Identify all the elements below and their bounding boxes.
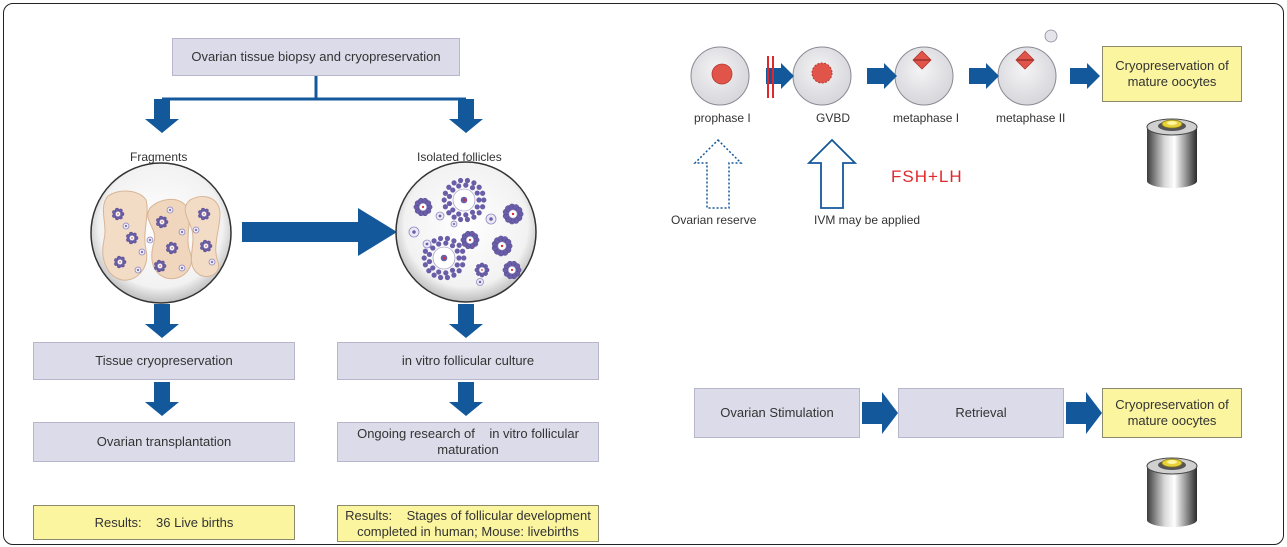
down-arrow <box>449 99 483 133</box>
fragments-label: Fragments <box>130 150 188 164</box>
down-arrows-group <box>145 99 483 416</box>
follicle <box>491 235 513 257</box>
down-arrow <box>449 382 483 416</box>
primordial-follicle <box>192 226 200 234</box>
down-arrow <box>449 304 483 338</box>
tissue-cryopreservation-box: Tissue cryopreservation <box>33 342 295 380</box>
stage-label-prophase: prophase I <box>694 111 751 125</box>
follicle <box>460 230 480 250</box>
primordial-follicle <box>138 248 146 256</box>
antral-follicle <box>441 177 487 223</box>
follicle <box>154 259 167 273</box>
cryo-top-line1: Cryopreservation of <box>1115 58 1229 73</box>
cryo-mature-oocytes-bottom: Cryopreservation of mature oocytes <box>1102 388 1242 438</box>
follicle <box>502 260 522 280</box>
follicle <box>474 262 490 278</box>
results-right-box: Results: Stages of follicular developmen… <box>337 505 599 542</box>
follicle <box>502 203 524 225</box>
stage-arrow <box>1070 63 1100 89</box>
ovarian-reserve-arrow <box>693 138 743 209</box>
tissue-fragment-3 <box>184 196 221 277</box>
ivm-label: IVM may be applied <box>814 213 921 227</box>
hormone-label: FSH+LH <box>891 167 963 186</box>
figure-frame <box>3 3 1284 545</box>
retrieval-to-cryo-arrow <box>1066 392 1102 434</box>
ongoing-research-box: Ongoing research of in vitro follicular … <box>337 422 599 462</box>
cryo-canister-bottom <box>1146 457 1198 527</box>
primordial-follicle <box>476 278 484 286</box>
ongoing-research-line2: maturation <box>437 442 499 457</box>
in-vitro-culture-box: in vitro follicular culture <box>337 342 599 380</box>
primordial-follicle <box>208 258 216 266</box>
isolated-follicles-lens <box>395 161 537 303</box>
ivm-arrow <box>806 138 858 209</box>
primordial-follicle <box>422 239 432 249</box>
fragments-to-follicles-arrow <box>242 208 397 256</box>
gvbd-marker <box>767 56 774 98</box>
primordial-follicle <box>178 228 186 236</box>
cryo-canister-top <box>1146 118 1198 188</box>
primordial-follicle <box>178 264 186 272</box>
stage-arrow <box>867 63 897 89</box>
oocyte-stages <box>690 29 1058 106</box>
primordial-follicle <box>122 222 130 230</box>
follicle <box>198 207 211 221</box>
oocyte-cell <box>792 46 852 106</box>
fragments-lens <box>90 162 232 304</box>
follicle <box>112 207 125 221</box>
stage-arrows <box>766 63 1100 89</box>
primordial-follicle <box>146 236 154 244</box>
results-right-line1: Results: Stages of follicular developmen… <box>345 507 591 523</box>
follicle <box>413 197 433 217</box>
cryo-top-line2: mature oocytes <box>1127 74 1217 89</box>
ovarian-reserve-label: Ovarian reserve <box>671 213 757 227</box>
oocyte-cell <box>997 29 1058 106</box>
biopsy-box: Ovarian tissue biopsy and cryopreservati… <box>172 38 460 76</box>
down-arrow <box>145 99 179 133</box>
oocyte-cell <box>690 46 750 106</box>
ovarian-transplantation-box: Ovarian transplantation <box>33 422 295 462</box>
stage-label-metaphase-2: metaphase II <box>996 111 1066 125</box>
down-arrow <box>145 304 179 338</box>
cryo-bottom-line2: mature oocytes <box>1127 413 1217 428</box>
stimulation-to-retrieval-arrow <box>862 392 898 434</box>
primordial-follicle <box>134 266 142 274</box>
ovarian-stimulation-box: Ovarian Stimulation <box>694 388 860 438</box>
follicle <box>114 255 127 269</box>
tissue-fragment-1 <box>102 190 148 281</box>
ongoing-research-line1: Ongoing research of in vitro follicular <box>357 426 579 441</box>
follicle <box>126 231 139 245</box>
stage-arrow <box>766 63 794 89</box>
results-left-box: Results: 36 Live births <box>33 505 295 540</box>
stage-arrow <box>969 63 999 89</box>
follicle <box>156 215 169 229</box>
primordial-follicle <box>408 226 420 238</box>
retrieval-box: Retrieval <box>898 388 1064 438</box>
primordial-follicle <box>435 211 445 221</box>
primordial-follicle <box>450 220 458 228</box>
cryo-mature-oocytes-top: Cryopreservation of mature oocytes <box>1102 46 1242 102</box>
cryo-bottom-line1: Cryopreservation of <box>1115 397 1229 412</box>
top-connector <box>162 75 466 101</box>
oocyte-cell <box>894 46 954 106</box>
down-arrow <box>145 382 179 416</box>
follicle <box>200 239 213 253</box>
isolated-follicles-label: Isolated follicles <box>417 150 502 164</box>
results-right-line2: completed in human; Mouse: livebirths <box>357 523 579 539</box>
primordial-follicle <box>485 213 497 225</box>
stage-label-gvbd: GVBD <box>816 111 851 125</box>
primordial-follicle <box>166 206 174 214</box>
follicle <box>166 241 179 255</box>
stage-label-metaphase-1: metaphase I <box>893 111 960 125</box>
